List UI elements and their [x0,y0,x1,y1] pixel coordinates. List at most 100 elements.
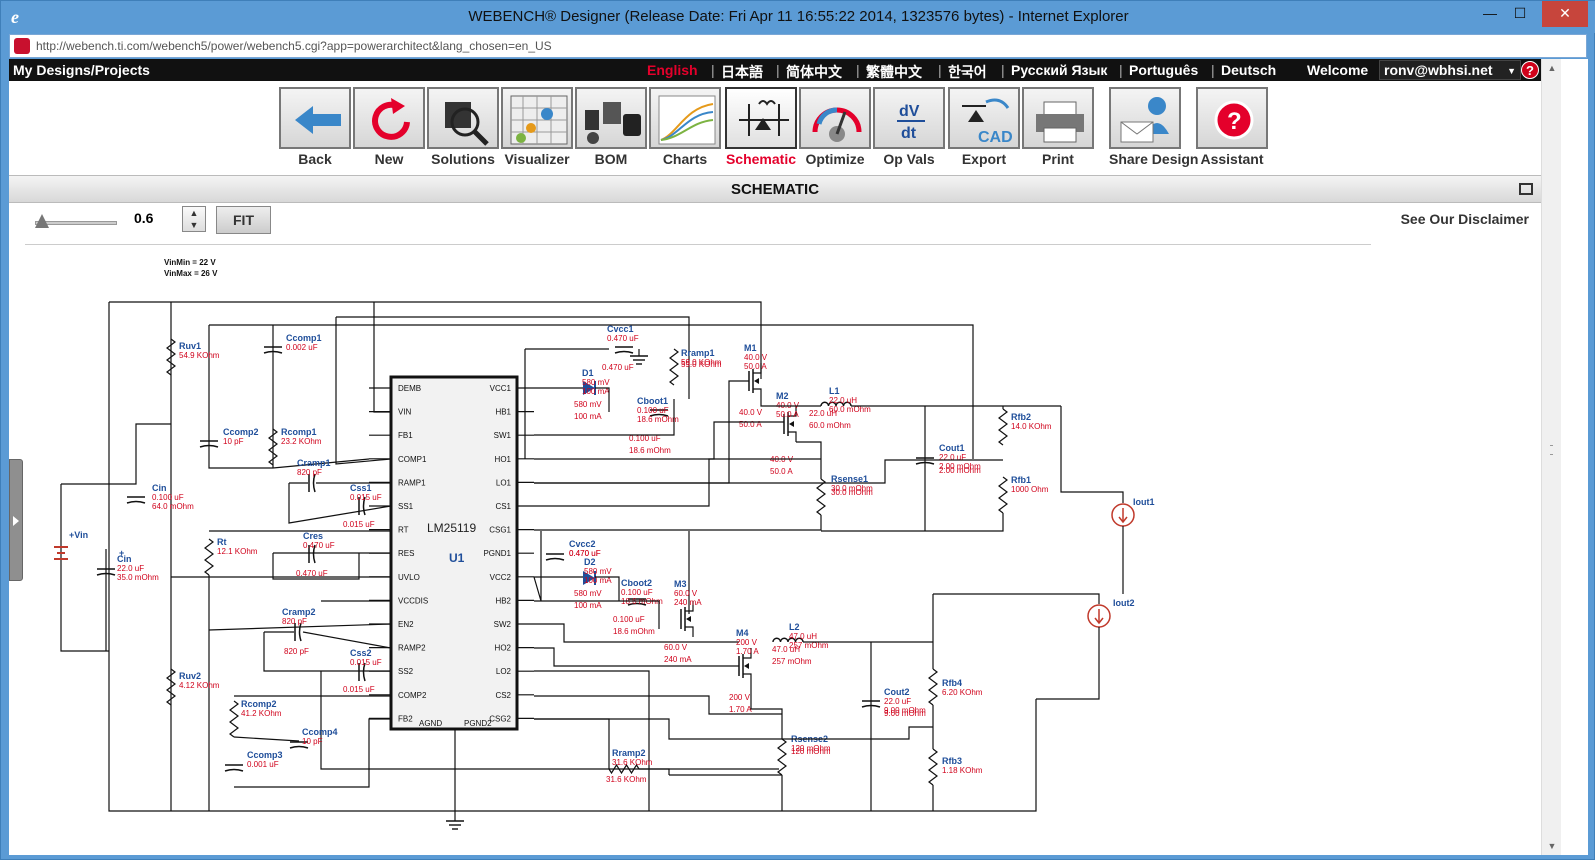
language-option[interactable]: 简体中文 [786,64,842,80]
toolbar-button-solutions[interactable]: Solutions [427,87,499,167]
restore-window-icon[interactable] [1519,183,1533,195]
component-value: 820 pF [297,468,322,477]
component-value: 0.100 uF [152,493,184,502]
toolbar-button-frame[interactable] [1022,87,1094,149]
ic-pin-label: SS1 [398,502,414,511]
url-text[interactable]: http://webench.ti.com/webench5/power/web… [36,39,552,53]
component-value: 100 mA [582,387,610,396]
toolbar-button-charts[interactable]: Charts [649,87,721,167]
wire [534,670,650,811]
zoom-slider-thumb[interactable] [35,214,49,228]
component-ref: Rcomp2 [241,699,277,709]
language-option[interactable]: Português [1129,62,1199,78]
language-option[interactable]: Русский Язык [1011,62,1108,78]
component-value: 0.100 uF [613,615,645,624]
zoom-stepper[interactable]: ▲▼ [182,206,206,232]
toolbar-button-frame[interactable]: ? [1196,87,1268,149]
help-icon[interactable]: ? [1521,61,1539,79]
language-option[interactable]: English [647,62,698,78]
component-ref: Rfb1 [1011,475,1031,485]
scroll-grip[interactable] [1550,445,1553,455]
toolbar-button-frame[interactable] [353,87,425,149]
language-option[interactable]: 日本語 [721,64,763,80]
language-option[interactable]: 繁體中文 [866,64,922,80]
component-value: 0.470 uF [303,541,335,550]
component-ref: +Vin [69,530,88,540]
ic-pin-label: LO1 [496,478,512,487]
component-value: 10 pF [223,437,244,446]
wire [534,695,782,715]
ti-favicon-icon [14,38,30,54]
dial-icon [812,107,862,142]
component-value: 257 mOhm [772,657,812,666]
fit-button[interactable]: FIT [216,206,271,234]
toolbar-button-bom[interactable]: BOM [575,87,647,167]
component-value: 9.00 mOhm [884,706,926,715]
toolbar-button-frame[interactable] [501,87,573,149]
component-value: 50.0 A [776,410,799,419]
component-value: 0.100 uF [637,406,669,415]
wire [796,441,822,479]
ic-pin-label: RAMP1 [398,478,426,487]
component-value: 0.100 uF [621,588,653,597]
chip-magnifier-icon [445,102,489,146]
scroll-up-icon[interactable]: ▲ [1547,63,1557,73]
stepper-up-icon[interactable]: ▲ [189,208,199,218]
toolbar-button-frame[interactable]: CAD [948,87,1020,149]
toolbar-button-schematic[interactable]: Schematic [725,87,797,167]
component-value: 0.015 uF [343,685,375,694]
toolbar-button-assistant[interactable]: ?Assistant [1196,87,1268,167]
mosfet-symbol [685,626,694,637]
toolbar-button-back[interactable]: Back [279,87,351,167]
toolbar-button-new[interactable]: New [353,87,425,167]
back-arrow-icon [295,106,341,134]
maximize-button[interactable]: ☐ [1513,5,1527,21]
stepper-down-icon[interactable]: ▼ [189,220,199,230]
cad-export-icon: CAD [962,98,1013,146]
ic-pin-label: VCCDIS [398,596,428,605]
language-option[interactable]: 한국어 [948,64,987,80]
toolbar-button-frame[interactable] [279,87,351,149]
vertical-scrollbar[interactable]: ▲ ▼ [1541,59,1561,855]
language-option[interactable]: Deutsch [1221,62,1277,78]
address-bar[interactable]: http://webench.ti.com/webench5/power/web… [9,34,1587,58]
minimize-button[interactable]: — [1483,5,1497,21]
toolbar-button-frame[interactable] [427,87,499,149]
disclaimer-link[interactable]: See Our Disclaimer [1400,211,1529,227]
capacitor-symbol [298,622,302,642]
language-separator: | [856,62,860,78]
component-value: 35.0 mOhm [117,573,159,582]
component-value: 12.1 KOhm [217,547,258,556]
component-value: 2.00 mOhm [939,466,981,475]
ic-pin-label: RT [398,526,409,535]
mosfet-symbol [744,663,749,669]
capacitor-symbol [289,745,309,749]
close-button[interactable]: ✕ [1542,1,1588,27]
inductor-symbol [772,637,804,643]
ic-pin-label: EN2 [398,620,414,629]
toolbar-button-frame[interactable] [575,87,647,149]
toolbar-button-frame[interactable] [1109,87,1181,149]
component-value: 41.2 KOhm [241,709,282,718]
toolbar-button-frame[interactable] [799,87,871,149]
toolbar-button-optimize[interactable]: Optimize [799,87,871,167]
user-account-dropdown[interactable]: ronv@wbhsi.net▼ [1379,60,1521,80]
wire [209,324,974,459]
wire [109,301,762,379]
ic-pin-label: RAMP2 [398,644,426,653]
toolbar-button-share-design[interactable]: Share Design [1109,87,1198,167]
scroll-down-icon[interactable]: ▼ [1547,841,1557,851]
toolbar-button-print[interactable]: Print [1022,87,1094,167]
toolbar-button-frame[interactable] [649,87,721,149]
toolbar-button-frame[interactable] [725,87,797,149]
side-panel-toggle[interactable] [9,459,23,581]
toolbar-button-visualizer[interactable]: Visualizer [501,87,573,167]
component-ref: D2 [584,557,596,567]
component-ref: Cres [303,531,323,541]
my-designs-link[interactable]: My Designs/Projects [13,62,150,78]
